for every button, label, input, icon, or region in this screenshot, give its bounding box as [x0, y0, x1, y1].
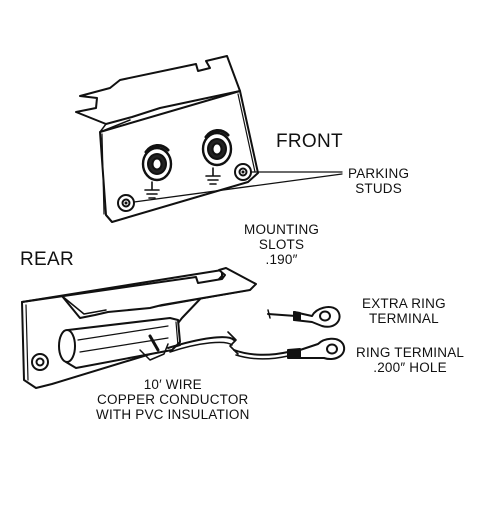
- rear-cable-clamp: [58, 317, 181, 369]
- parking-studs-label: PARKING STUDS: [348, 166, 409, 196]
- extra-ring-terminal-label: EXTRA RING TERMINAL: [362, 296, 446, 326]
- rear-mounting-hole: [31, 353, 49, 371]
- front-top-plate: [75, 55, 241, 125]
- ring-terminal-label-line2: .200″ HOLE: [373, 360, 447, 376]
- extra-ring-terminal-label-line2: TERMINAL: [368, 311, 439, 327]
- front-jack-right: [201, 128, 233, 167]
- front-label: FRONT: [276, 131, 343, 152]
- ring-terminal-label: RING TERMINAL .200″ HOLE: [356, 345, 464, 375]
- rear-label: REAR: [20, 249, 74, 270]
- front-bracket: [75, 55, 343, 223]
- extra-ring-terminal-label-line1: EXTRA RING: [362, 296, 446, 311]
- mounting-slots-label-line2: SLOTS: [258, 237, 305, 253]
- rear-bracket: [21, 267, 346, 389]
- ground-symbol-icon: [205, 167, 221, 185]
- wire-label: 10′ WIRE COPPER CONDUCTOR WITH PVC INSUL…: [96, 377, 250, 422]
- mounting-slots-label-line3: .190″: [265, 252, 298, 268]
- wire-label-line2: COPPER CONDUCTOR: [97, 392, 249, 408]
- ground-symbol-icon: [144, 181, 160, 199]
- parking-studs-leader: [133, 171, 343, 203]
- rear-top-plate: [21, 267, 257, 319]
- wire-label-line1: 10′ WIRE: [143, 377, 202, 392]
- extra-ring-terminal: [267, 306, 341, 328]
- front-jack-left: [141, 143, 173, 182]
- ring-terminal-attached: [299, 337, 346, 360]
- parking-stud-right: [234, 163, 252, 181]
- ring-terminal-label-line1: RING TERMINAL: [356, 345, 465, 360]
- parking-studs-label-line2: STUDS: [355, 181, 402, 197]
- wire: [167, 331, 301, 360]
- mounting-slots-label-line1: MOUNTING: [244, 222, 320, 237]
- parking-stud-left: [117, 194, 135, 212]
- parking-studs-label-line1: PARKING: [348, 166, 410, 181]
- wire-label-line3: WITH PVC INSULATION: [96, 407, 250, 423]
- mounting-slots-label: MOUNTING SLOTS .190″: [244, 222, 319, 267]
